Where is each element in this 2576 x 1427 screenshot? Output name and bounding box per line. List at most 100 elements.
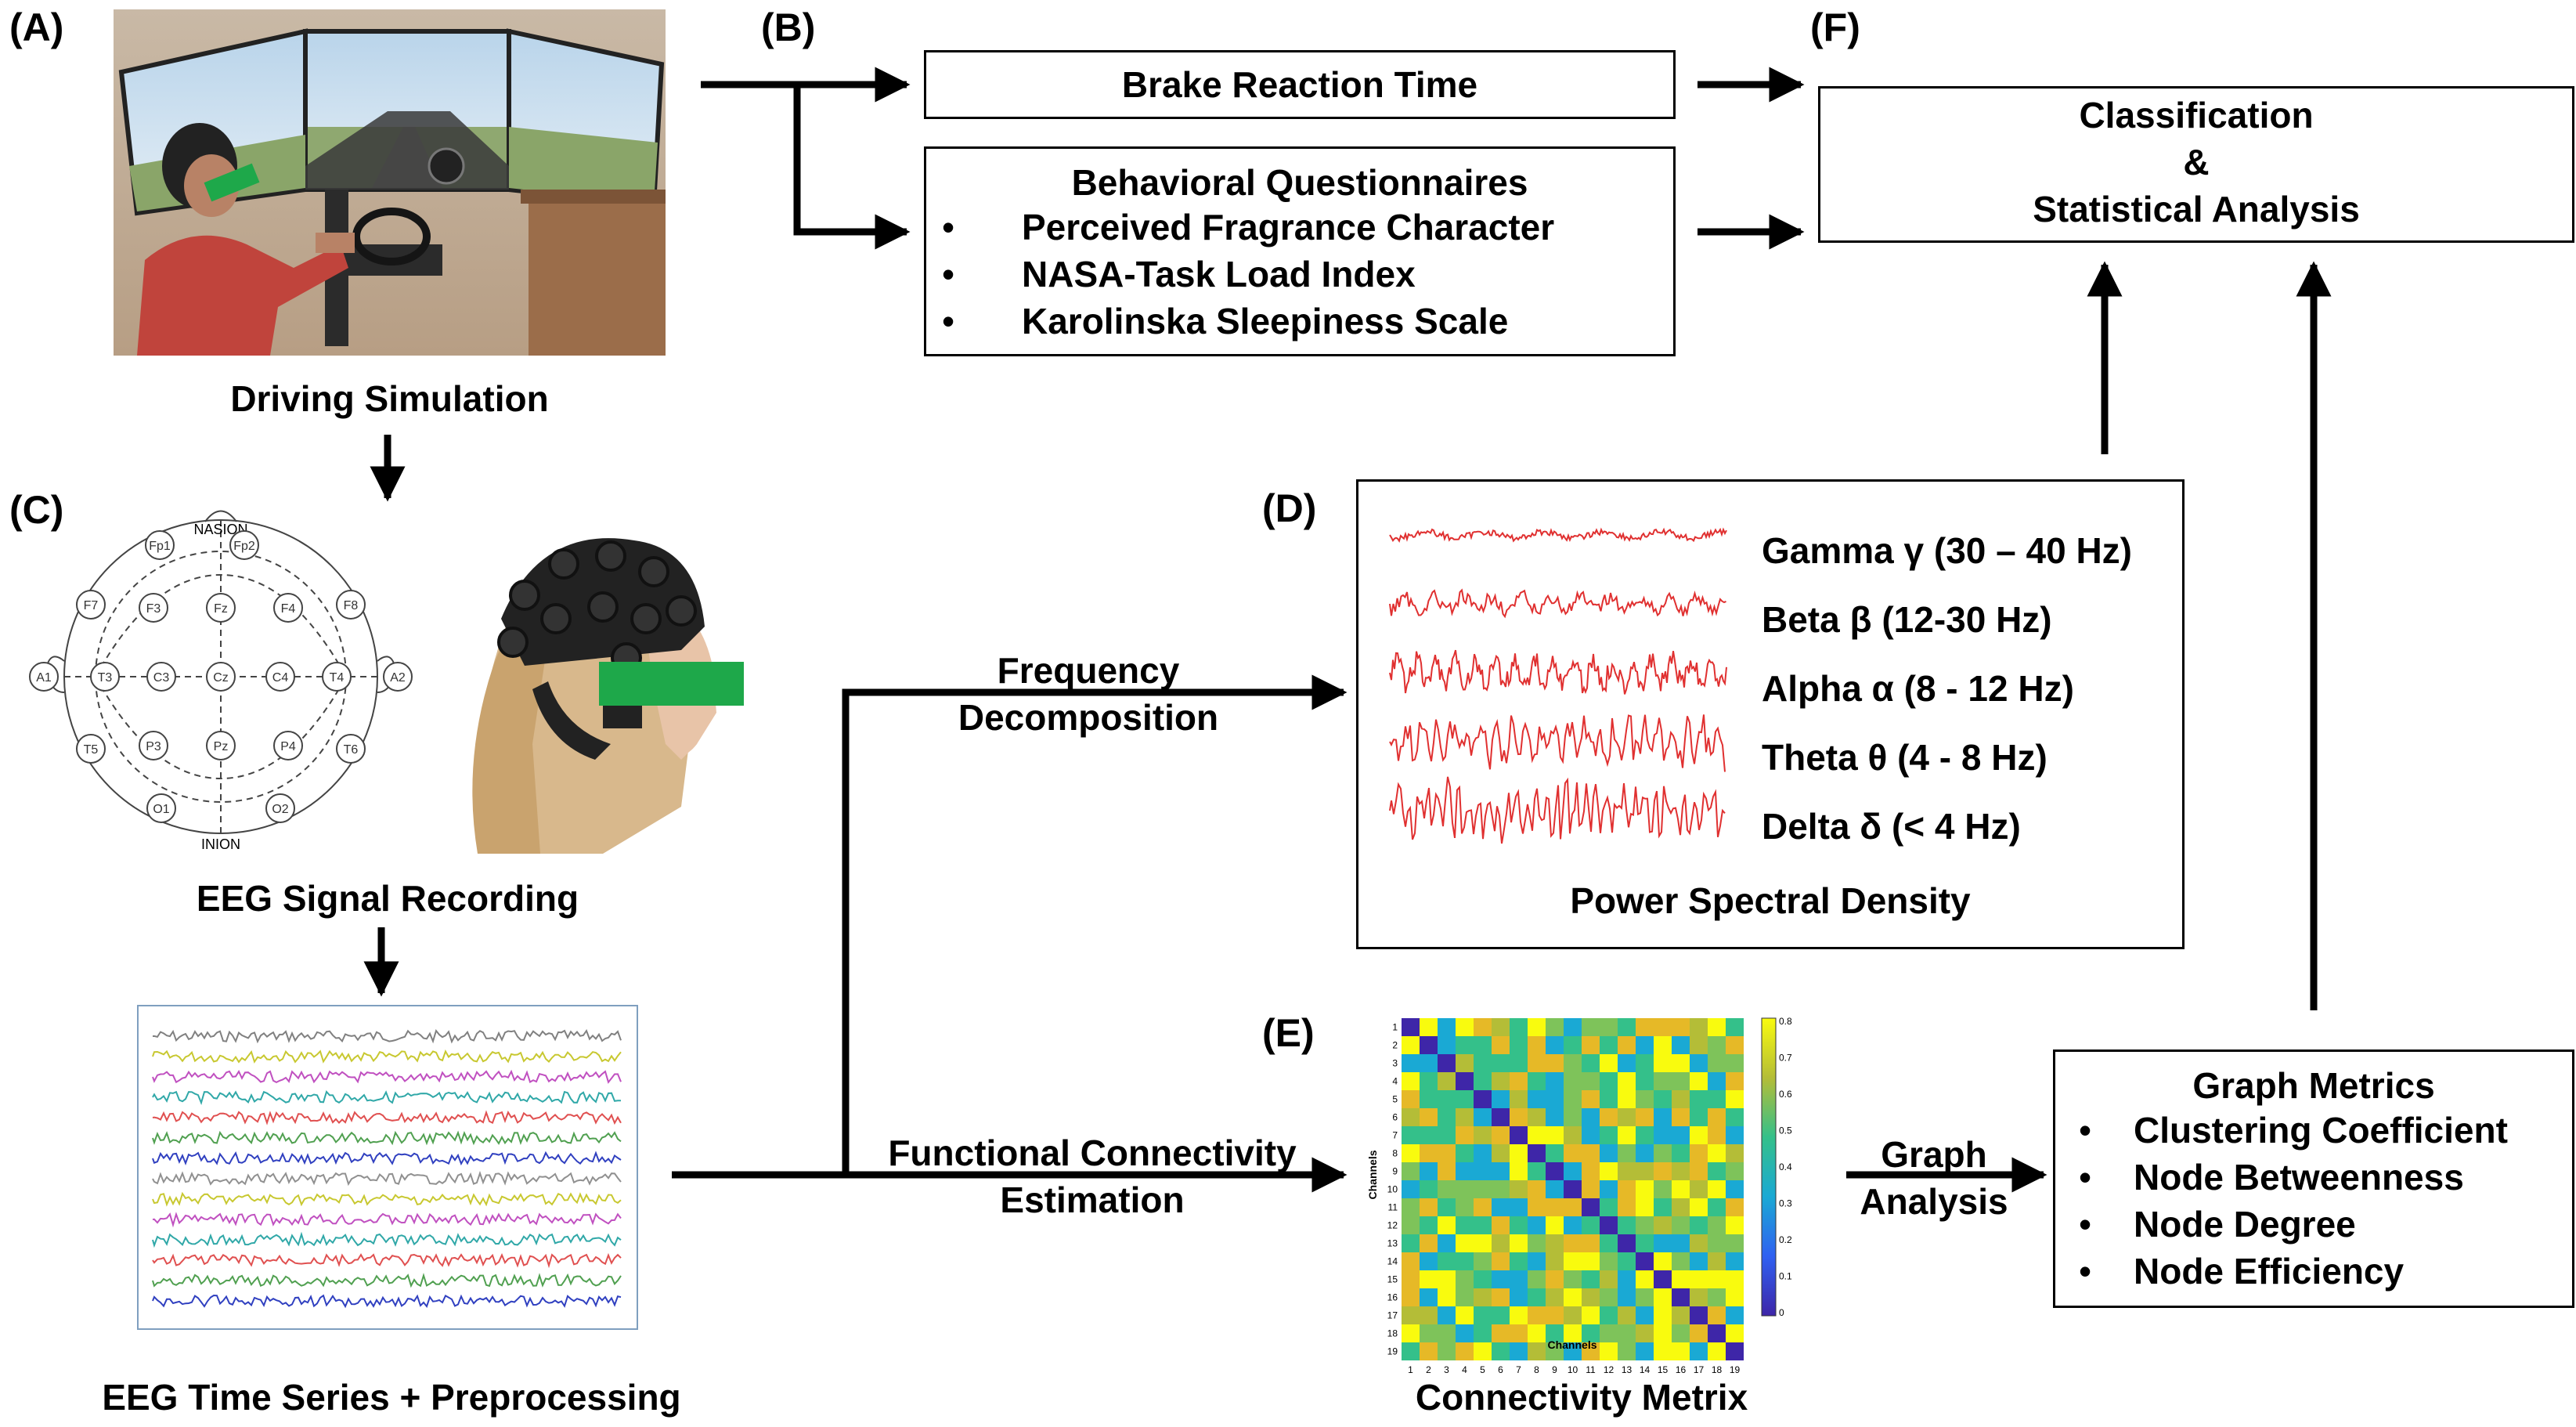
graph-metric-item: •Node Degree xyxy=(2079,1204,2356,1245)
matrix-cell xyxy=(1582,1342,1600,1360)
matrix-cell xyxy=(1690,1306,1708,1324)
matrix-cell xyxy=(1402,1144,1420,1162)
matrix-cell xyxy=(1618,1216,1636,1234)
matrix-cell xyxy=(1564,1306,1582,1324)
matrix-cell xyxy=(1600,1342,1618,1360)
matrix-cell xyxy=(1726,1126,1744,1144)
matrix-cell xyxy=(1528,1252,1546,1270)
band-waveform xyxy=(1389,714,1726,772)
matrix-cell xyxy=(1420,1270,1438,1288)
matrix-cell xyxy=(1672,1072,1690,1090)
svg-text:F8: F8 xyxy=(344,599,359,612)
caption-connectivity: Connectivity Metrix xyxy=(1415,1377,1748,1418)
matrix-cell xyxy=(1492,1072,1510,1090)
band-waveform xyxy=(1389,649,1727,695)
matrix-y-tick: 19 xyxy=(1387,1346,1398,1357)
matrix-cell xyxy=(1600,1180,1618,1198)
matrix-cell xyxy=(1528,1126,1546,1144)
matrix-cell xyxy=(1564,1342,1582,1360)
svg-text:C3: C3 xyxy=(153,671,170,685)
matrix-cell xyxy=(1438,1324,1456,1342)
matrix-cell xyxy=(1546,1324,1564,1342)
matrix-cell xyxy=(1618,1270,1636,1288)
matrix-cell xyxy=(1546,1252,1564,1270)
matrix-x-tick: 12 xyxy=(1604,1364,1615,1375)
matrix-y-tick: 6 xyxy=(1392,1112,1398,1123)
classification-line3: Statistical Analysis xyxy=(2033,189,2360,229)
colorbar-tick: 0.5 xyxy=(1779,1125,1792,1136)
matrix-cell xyxy=(1600,1234,1618,1252)
matrix-y-tick: 18 xyxy=(1387,1328,1398,1339)
eeg-trace xyxy=(152,1069,622,1084)
matrix-cell xyxy=(1438,1108,1456,1126)
matrix-cell xyxy=(1690,1324,1708,1342)
matrix-cell xyxy=(1456,1144,1474,1162)
matrix-x-tick: 13 xyxy=(1622,1364,1633,1375)
matrix-cell xyxy=(1510,1342,1528,1360)
matrix-cell xyxy=(1564,1198,1582,1216)
matrix-cell xyxy=(1582,1306,1600,1324)
matrix-cell xyxy=(1438,1216,1456,1234)
svg-text:Fp2: Fp2 xyxy=(233,540,255,553)
matrix-cell xyxy=(1474,1036,1492,1054)
matrix-cell xyxy=(1564,1252,1582,1270)
matrix-cell xyxy=(1420,1198,1438,1216)
colorbar-tick: 0.2 xyxy=(1779,1234,1792,1245)
matrix-cell xyxy=(1582,1252,1600,1270)
graph-metric-item: •Node Betweenness xyxy=(2079,1157,2464,1198)
matrix-cell xyxy=(1402,1090,1420,1108)
matrix-cell xyxy=(1672,1234,1690,1252)
questionnaire-item: •Perceived Fragrance Character xyxy=(942,207,1555,247)
matrix-y-tick: 5 xyxy=(1392,1094,1398,1105)
matrix-cell xyxy=(1726,1036,1744,1054)
matrix-x-tick: 10 xyxy=(1568,1364,1578,1375)
matrix-cell xyxy=(1456,1162,1474,1180)
matrix-cell xyxy=(1402,1234,1420,1252)
graph-metrics-title: Graph Metrics xyxy=(2192,1065,2435,1106)
classification-line2: & xyxy=(2183,142,2210,182)
matrix-cell xyxy=(1456,1342,1474,1360)
electrode-fz: Fz xyxy=(206,593,236,623)
matrix-cell xyxy=(1402,1180,1420,1198)
electrode-p4: P4 xyxy=(273,731,303,760)
matrix-cell xyxy=(1510,1198,1528,1216)
matrix-cell xyxy=(1528,1018,1546,1036)
electrode-f8: F8 xyxy=(336,590,366,620)
questionnaire-item: •Karolinska Sleepiness Scale xyxy=(942,301,1509,341)
eeg-trace xyxy=(152,1028,622,1044)
electrode-t3: T3 xyxy=(90,662,120,692)
matrix-cell xyxy=(1582,1144,1600,1162)
matrix-cell xyxy=(1420,1054,1438,1072)
matrix-cell xyxy=(1654,1144,1672,1162)
matrix-cell xyxy=(1600,1270,1618,1288)
matrix-cell xyxy=(1528,1072,1546,1090)
matrix-cell xyxy=(1492,1252,1510,1270)
matrix-cell xyxy=(1528,1270,1546,1288)
matrix-cell xyxy=(1690,1090,1708,1108)
colorbar-tick: 0.8 xyxy=(1779,1016,1792,1027)
matrix-cell xyxy=(1600,1198,1618,1216)
matrix-cell xyxy=(1654,1198,1672,1216)
matrix-y-tick: 15 xyxy=(1387,1274,1398,1285)
matrix-cell xyxy=(1636,1144,1654,1162)
matrix-cell xyxy=(1510,1216,1528,1234)
matrix-cell xyxy=(1636,1090,1654,1108)
eeg-trace xyxy=(152,1252,622,1269)
matrix-cell xyxy=(1474,1054,1492,1072)
matrix-cell xyxy=(1456,1252,1474,1270)
matrix-cell xyxy=(1420,1234,1438,1252)
matrix-cell xyxy=(1528,1036,1546,1054)
matrix-cell xyxy=(1528,1162,1546,1180)
matrix-cell xyxy=(1438,1126,1456,1144)
matrix-cell xyxy=(1438,1306,1456,1324)
matrix-x-label: Channels xyxy=(1547,1338,1596,1351)
band-alpha-label: Alpha α (8 - 12 Hz) xyxy=(1762,668,2074,709)
psd-box: Gamma γ (30 – 40 Hz) Beta β (12-30 Hz) A… xyxy=(1356,479,2185,949)
matrix-cell xyxy=(1726,1162,1744,1180)
matrix-cell xyxy=(1726,1090,1744,1108)
matrix-cell xyxy=(1618,1198,1636,1216)
matrix-cell xyxy=(1564,1108,1582,1126)
eeg-trace xyxy=(152,1294,622,1309)
matrix-cell xyxy=(1690,1054,1708,1072)
